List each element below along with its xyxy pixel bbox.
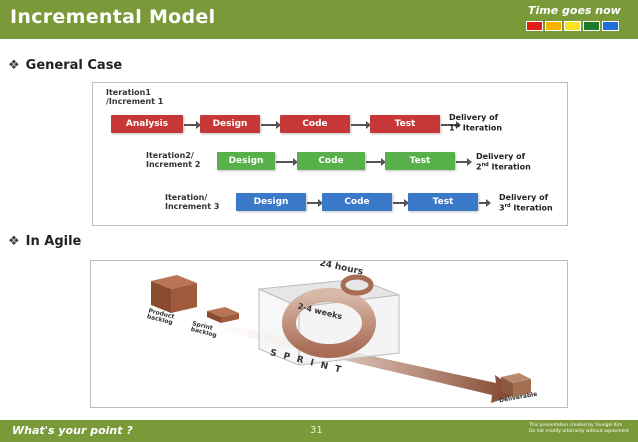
product-backlog-cube-front	[171, 283, 197, 313]
color-swatches	[526, 21, 619, 31]
step-analysis: Analysis	[111, 115, 183, 133]
step-code: Code	[322, 193, 392, 211]
footer-note: This presentation created by Youngki Kim…	[529, 423, 629, 434]
arrow-icon	[366, 158, 386, 166]
arrow-icon	[393, 199, 409, 207]
section-general-case: ❖ General Case	[8, 58, 122, 73]
swatch-red	[526, 21, 543, 31]
product-backlog-cube-top	[151, 275, 197, 289]
hours-loop	[340, 274, 374, 296]
sprint-backlog-slab-front	[221, 313, 239, 323]
section-label: General Case	[25, 58, 123, 73]
page-title: Incremental Model	[10, 6, 216, 28]
arrow-icon	[261, 121, 281, 129]
swatch-yellow	[564, 21, 581, 31]
weeks-loop	[282, 288, 376, 358]
arrow-icon	[307, 199, 323, 207]
iteration-label: Iteration/ Increment 3	[165, 193, 220, 211]
arrow-icon	[456, 158, 472, 166]
step-test: Test	[385, 152, 455, 170]
incremental-diagram: Iteration1 /Increment 1 Analysis Design …	[92, 82, 568, 226]
step-test: Test	[408, 193, 478, 211]
arrow-icon	[351, 121, 371, 129]
sprint-backlog-slab-top	[207, 307, 239, 317]
step-design: Design	[236, 193, 306, 211]
arrow-icon	[276, 158, 298, 166]
section-label: In Agile	[25, 234, 82, 249]
section-in-agile: ❖ In Agile	[8, 234, 81, 249]
agile-illustration	[151, 274, 531, 403]
arrow-icon	[441, 121, 461, 129]
product-backlog-cube-side	[151, 281, 171, 313]
delivery-label: Delivery of 2nd Iteration	[476, 152, 531, 172]
deliverable-box-side	[501, 377, 513, 397]
page-number: 31	[310, 425, 323, 436]
footer-tagline: What's your point ?	[12, 424, 133, 437]
arrow-icon	[184, 121, 201, 129]
deliverable-box-top	[501, 373, 531, 383]
step-design: Design	[200, 115, 260, 133]
swatch-blue	[602, 21, 619, 31]
diamond-bullet-icon: ❖	[8, 234, 20, 249]
tagline: Time goes now	[528, 4, 621, 17]
arrow-icon	[479, 199, 491, 207]
diamond-bullet-icon: ❖	[8, 58, 20, 73]
footer-bar: What's your point ? 31 This presentation…	[0, 420, 638, 442]
swatch-orange	[545, 21, 562, 31]
iteration-label: Iteration1 /Increment 1	[106, 88, 164, 106]
step-code: Code	[297, 152, 365, 170]
step-test: Test	[370, 115, 440, 133]
sprint-backlog-slab-side	[207, 311, 221, 323]
step-code: Code	[280, 115, 350, 133]
delivery-label: Delivery of 3rd Iteration	[499, 193, 553, 213]
step-design: Design	[217, 152, 275, 170]
header-bar: Incremental Model Time goes now	[0, 0, 638, 39]
deliverable-box-front	[513, 379, 531, 397]
iteration-label: Iteration2/ Increment 2	[146, 151, 201, 169]
delivery-label: Delivery of 1st Iteration	[449, 113, 503, 133]
agile-sprint-diagram: 24 hours 2-4 weeks S P R I N T Product b…	[90, 260, 568, 408]
swatch-green	[583, 21, 600, 31]
